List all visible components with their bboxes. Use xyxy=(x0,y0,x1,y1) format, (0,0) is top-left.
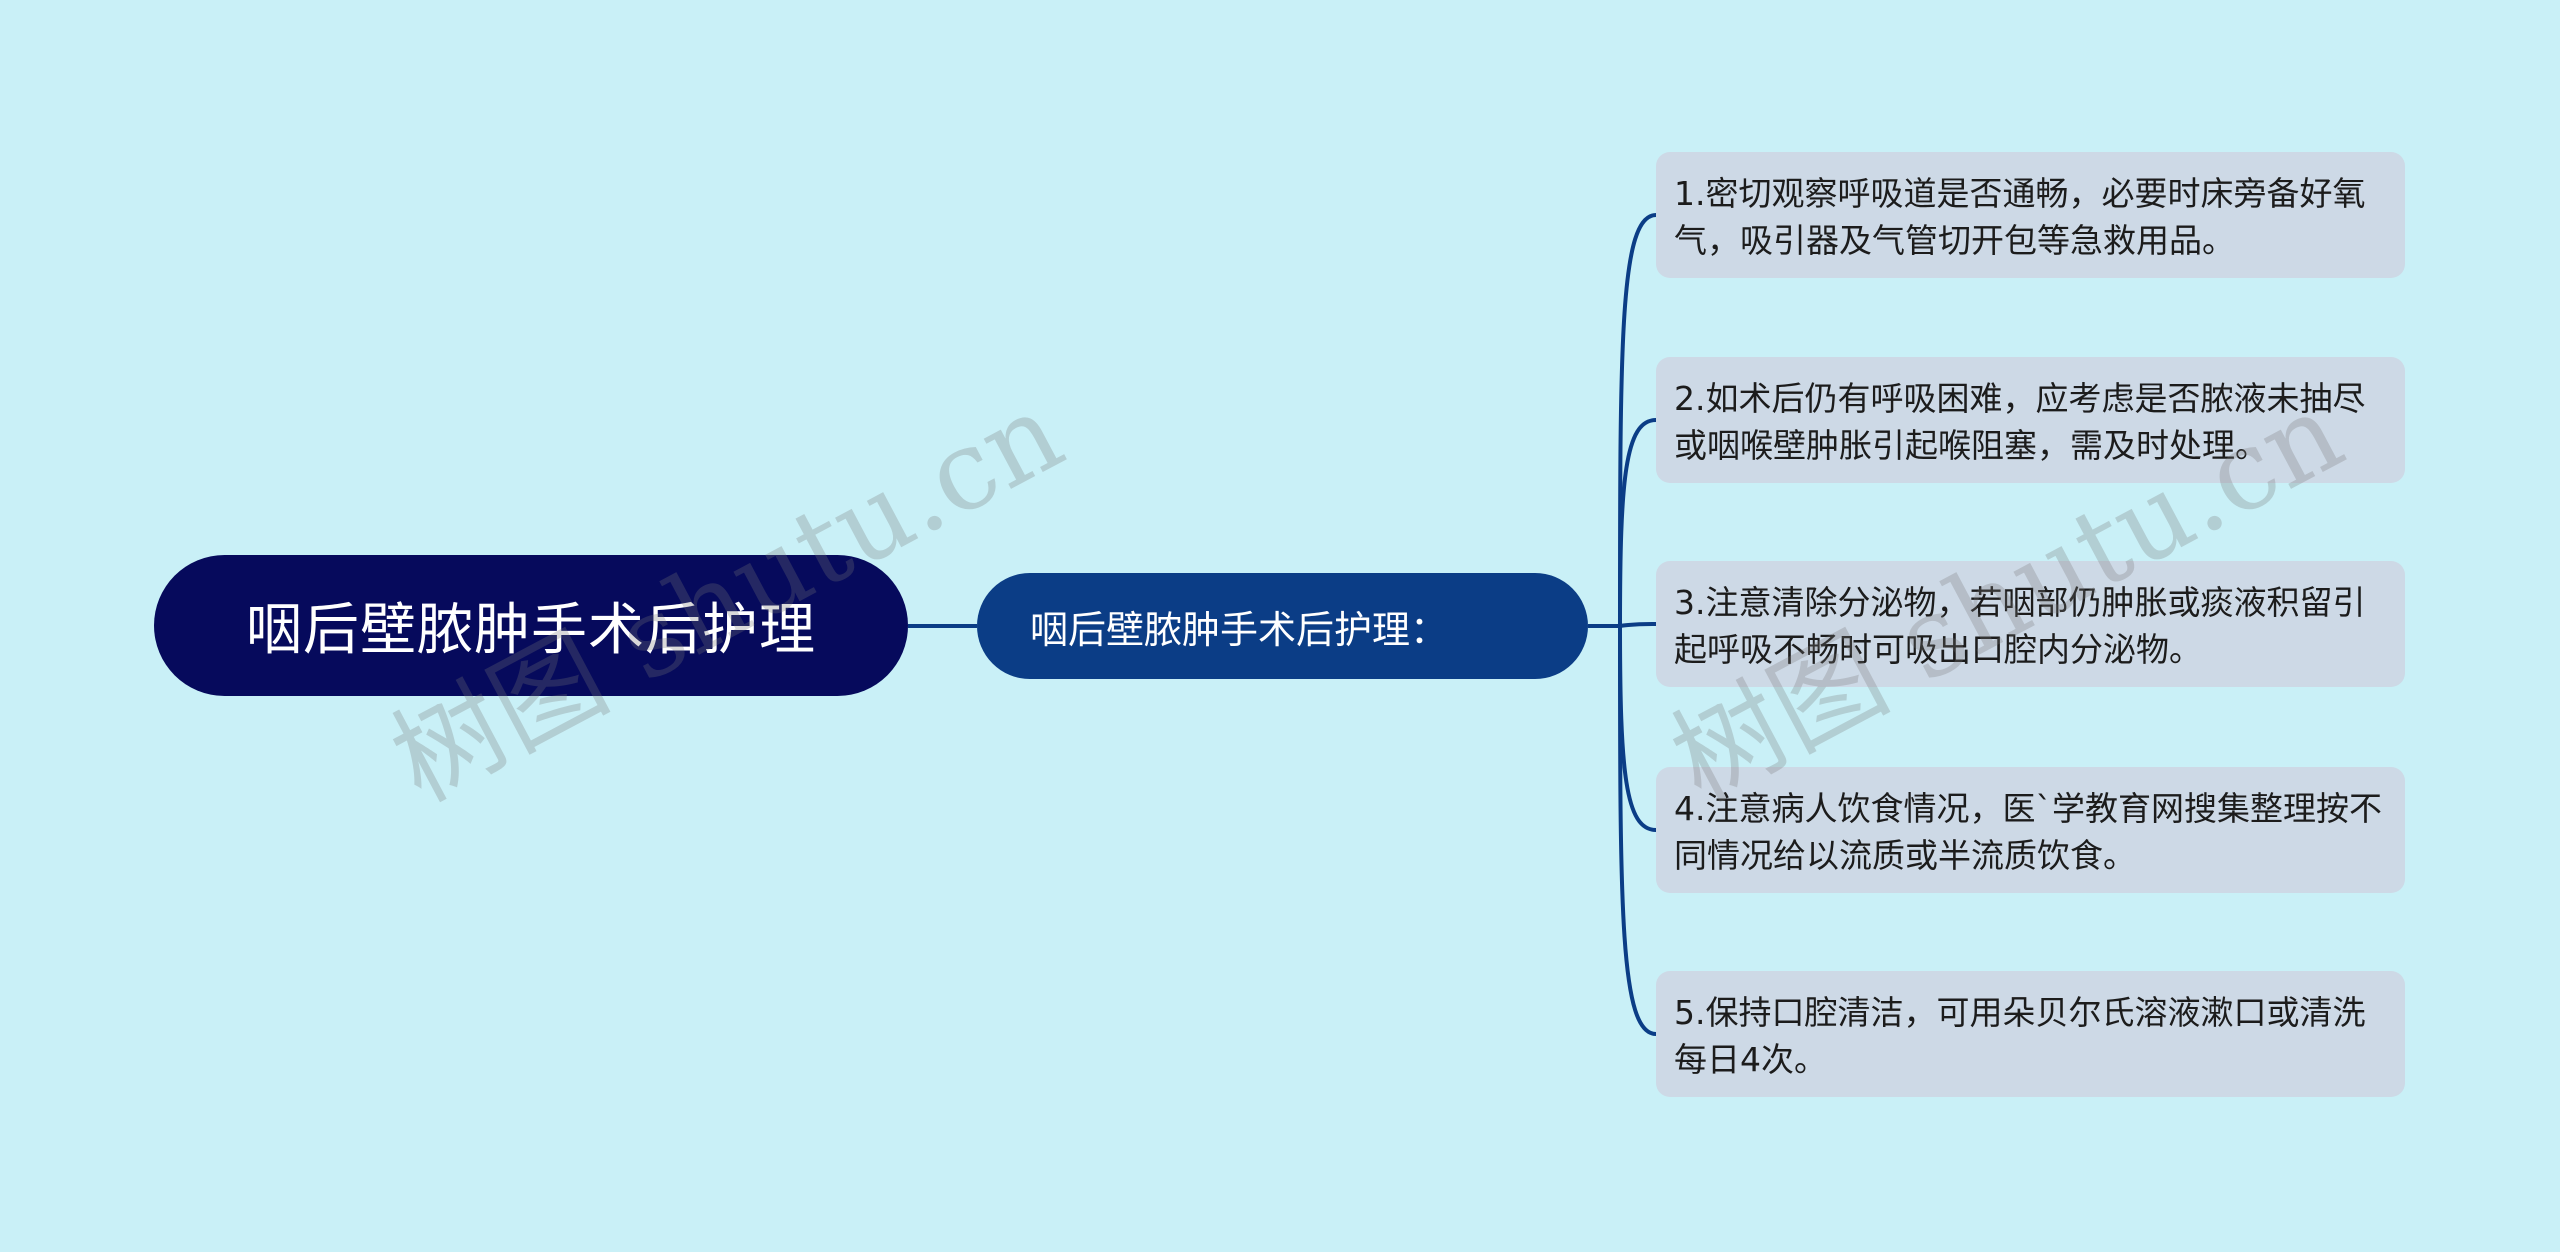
leaf-node-4[interactable]: 4.注意病人饮食情况，医`学教育网搜集整理按不同情况给以流质或半流质饮食。 xyxy=(1656,767,2405,893)
leaf-node-text: 4.注意病人饮食情况，医`学教育网搜集整理按不同情况给以流质或半流质饮食。 xyxy=(1674,789,2382,875)
leaf-connector-3 xyxy=(1619,622,1657,628)
root-node-label: 咽后壁脓肿手术后护理 xyxy=(246,598,816,663)
leaf-connector-5 xyxy=(1618,625,1657,1036)
leaf-node-text: 5.保持口腔清洁，可用朵贝尔氏溶液漱口或清洗每日4次。 xyxy=(1674,993,2366,1079)
leaf-node-text: 2.如术后仍有呼吸困难，应考虑是否脓液未抽尽或咽喉壁肿胀引起喉阻塞，需及时处理。 xyxy=(1674,379,2366,465)
leaf-node-text: 1.密切观察呼吸道是否通畅，必要时床旁备好氧气，吸引器及气管切开包等急救用品。 xyxy=(1674,174,2366,260)
leaf-node-3[interactable]: 3.注意清除分泌物，若咽部仍肿胀或痰液积留引起呼吸不畅时可吸出口腔内分泌物。 xyxy=(1656,561,2405,687)
branch-node-label: 咽后壁脓肿手术后护理： xyxy=(1030,607,1449,652)
root-node[interactable]: 咽后壁脓肿手术后护理 xyxy=(154,555,908,696)
leaf-node-text: 3.注意清除分泌物，若咽部仍肿胀或痰液积留引起呼吸不畅时可吸出口腔内分泌物。 xyxy=(1674,583,2366,669)
leaf-node-2[interactable]: 2.如术后仍有呼吸困难，应考虑是否脓液未抽尽或咽喉壁肿胀引起喉阻塞，需及时处理。 xyxy=(1656,357,2405,483)
leaf-node-1[interactable]: 1.密切观察呼吸道是否通畅，必要时床旁备好氧气，吸引器及气管切开包等急救用品。 xyxy=(1656,152,2405,278)
branch-node[interactable]: 咽后壁脓肿手术后护理： xyxy=(977,573,1588,679)
leaf-connector-4 xyxy=(1618,625,1657,832)
leaf-node-5[interactable]: 5.保持口腔清洁，可用朵贝尔氏溶液漱口或清洗每日4次。 xyxy=(1656,971,2405,1097)
leaf-connector-2 xyxy=(1618,418,1657,627)
